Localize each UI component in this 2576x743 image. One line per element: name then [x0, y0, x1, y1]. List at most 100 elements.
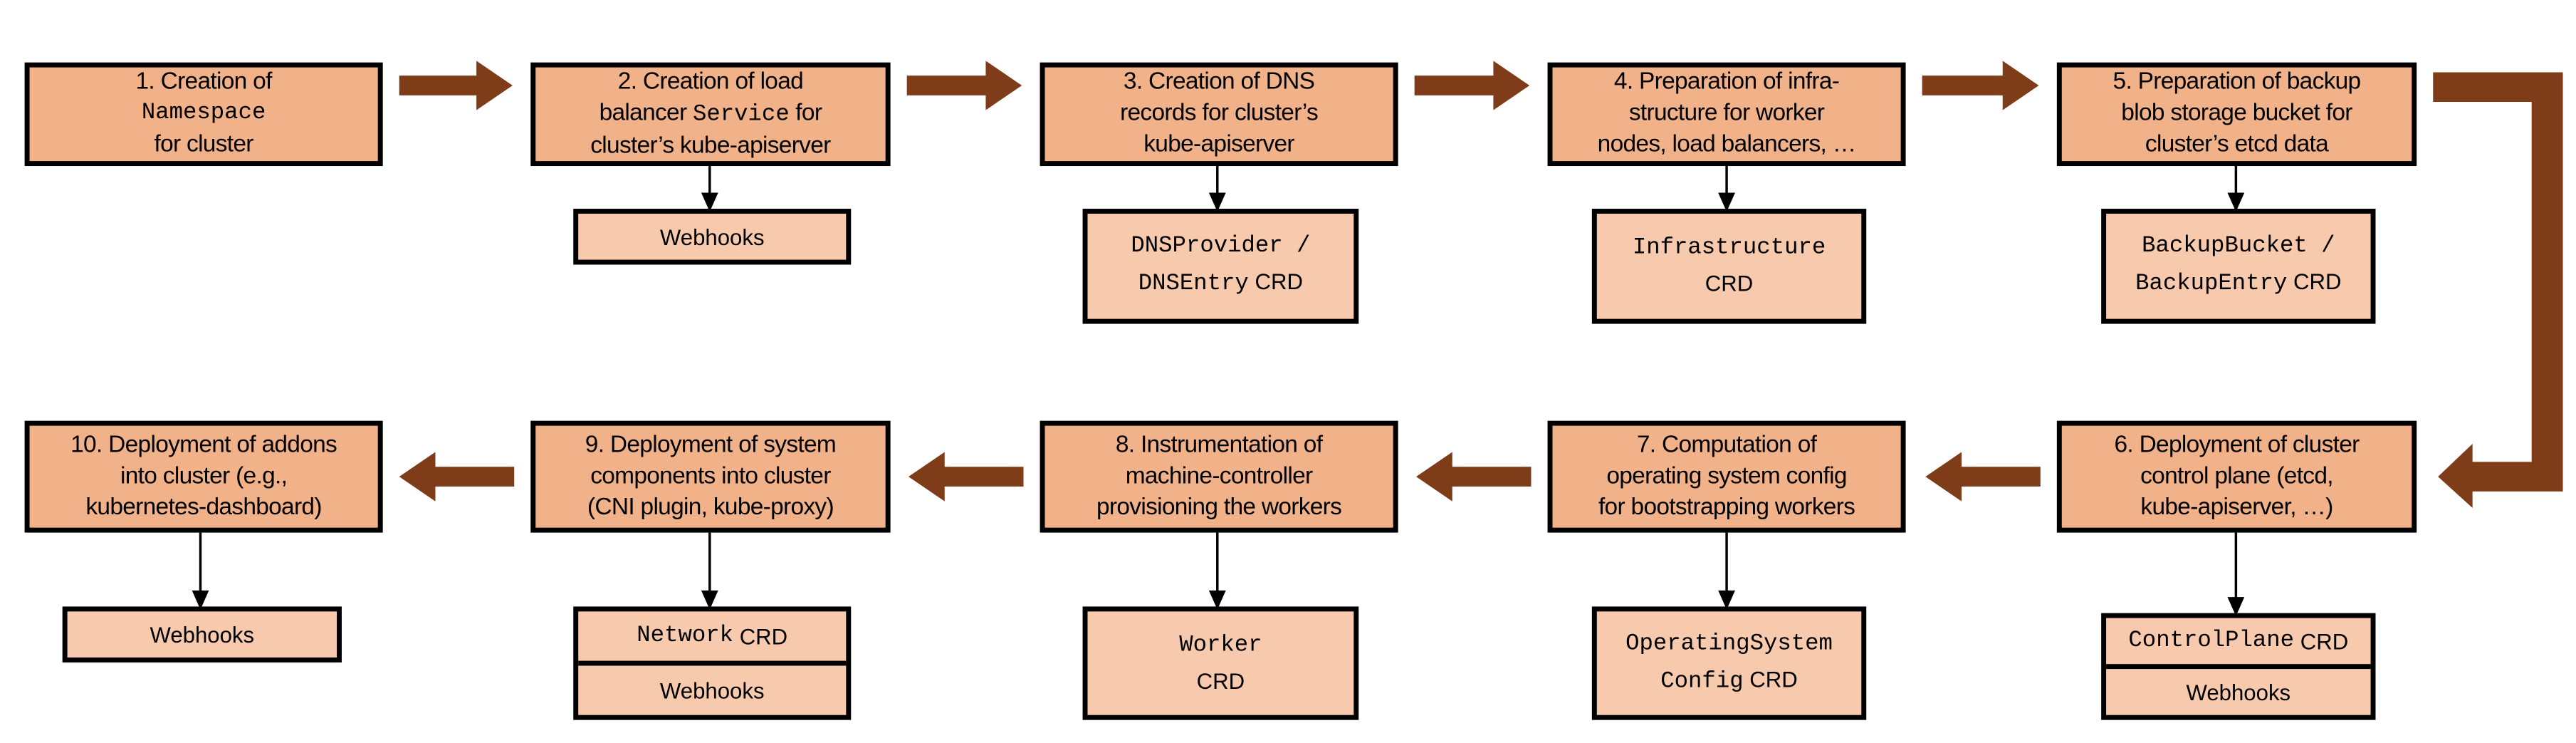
step-text: components into cluster: [590, 462, 831, 489]
resource-code: OperatingSystem: [1625, 630, 1833, 657]
resource-network: Network CRD Webhooks: [573, 606, 852, 720]
step-text: balancer: [599, 99, 693, 126]
resource-code: BackupBucket /: [2142, 233, 2335, 260]
step-10-addons: 10. Deployment of addons into cluster (e…: [24, 420, 383, 533]
resource-control-plane: ControlPlane CRD Webhooks: [2101, 613, 2376, 720]
step-text: for bootstrapping workers: [1598, 494, 1855, 521]
flow-arrow-5-6: [2433, 72, 2563, 508]
resource-code: BackupEntry: [2135, 271, 2288, 298]
step-6-control-plane: 6. Deployment of cluster control plane (…: [2056, 420, 2417, 533]
resource-label: Webhooks: [2186, 680, 2291, 705]
step-text: 2. Creation of load: [617, 68, 804, 95]
connector-arrow-4: [1718, 192, 1735, 212]
step-text: 1. Creation of: [135, 68, 273, 95]
step-text: records for cluster’s: [1120, 100, 1319, 127]
resource-line: BackupEntry CRD: [2135, 264, 2341, 302]
step-1-namespace: 1. Creation of Namespace for cluster: [24, 62, 383, 167]
resource-webhooks-2: Webhooks: [573, 209, 852, 265]
flow-arrow-7-8: [1415, 452, 1532, 502]
resource-network-crd: Network CRD: [578, 611, 846, 660]
flow-arrow-3-4: [1414, 61, 1530, 110]
resource-code: Worker: [1179, 632, 1262, 659]
step-text: nodes, load balancers, …: [1597, 131, 1857, 158]
flow-arrow-1-2: [399, 61, 513, 110]
step-text: into cluster (e.g.,: [120, 462, 288, 489]
resource-webhooks-10: Webhooks: [62, 606, 342, 663]
resource-code: ControlPlane: [2128, 627, 2295, 654]
step-text: 4. Preparation of infra-: [1613, 68, 1840, 95]
step-text: 9. Deployment of system: [585, 431, 837, 458]
step-text: 10. Deployment of addons: [70, 431, 337, 458]
resource-code: DNSProvider /: [1131, 233, 1311, 260]
flow-arrow-6-7: [1925, 452, 2041, 502]
resource-code: Network: [637, 622, 734, 649]
resource-label: Webhooks: [659, 224, 765, 249]
step-text: (CNI plugin, kube-proxy): [587, 494, 834, 521]
step-text: cluster’s etcd data: [2145, 131, 2329, 158]
resource-crd-label: CRD: [1749, 666, 1798, 692]
resource-label: Webhooks: [150, 622, 255, 647]
connector-arrow-10: [192, 590, 209, 610]
flow-arrow-2-3: [906, 61, 1022, 110]
resource-crd-label: CRD: [1255, 269, 1304, 295]
step-text: cluster’s kube-apiserver: [590, 132, 831, 159]
step-5-backup-bucket: 5. Preparation of backup blob storage bu…: [2056, 62, 2417, 167]
flow-arrow-8-9: [908, 452, 1024, 502]
step-text: provisioning the workers: [1096, 494, 1342, 521]
resource-code: DNSEntry: [1138, 271, 1249, 298]
step-text: 8. Instrumentation of: [1115, 431, 1323, 458]
resource-osc-crd: OperatingSystem Config CRD: [1591, 606, 1867, 720]
step-2-load-balancer: 2. Creation of load balancer Service for…: [530, 62, 891, 167]
step-9-system-components: 9. Deployment of system components into …: [530, 420, 891, 533]
step-3-dns-records: 3. Creation of DNS records for cluster’s…: [1040, 62, 1398, 167]
resource-code: Config: [1660, 667, 1744, 695]
resource-infrastructure-crd: Infrastructure CRD: [1591, 209, 1867, 324]
connector-arrow-5: [2227, 192, 2245, 212]
step-text: machine-controller: [1125, 462, 1313, 489]
resource-webhooks-6: Webhooks: [2106, 664, 2371, 715]
resource-crd-label: CRD: [1705, 271, 1754, 296]
step-8-machine-controller: 8. Instrumentation of machine-controller…: [1040, 420, 1398, 533]
step-text: 7. Computation of: [1636, 431, 1817, 458]
resource-backup-crd: BackupBucket / BackupEntry CRD: [2101, 209, 2376, 324]
resource-webhooks-9: Webhooks: [578, 660, 847, 715]
step-code: Service: [693, 100, 790, 128]
connector-arrow-6: [2227, 597, 2245, 616]
step-4-infrastructure: 4. Preparation of infra- structure for w…: [1547, 62, 1906, 167]
resource-dns-crd: DNSProvider / DNSEntry CRD: [1082, 209, 1359, 324]
step-text: 5. Preparation of backup: [2112, 68, 2362, 95]
step-text: kubernetes-dashboard): [85, 494, 322, 521]
resource-code: Infrastructure: [1632, 234, 1826, 261]
resource-controlplane-crd: ControlPlane CRD: [2106, 618, 2370, 665]
connector-arrow-7: [1718, 590, 1735, 610]
resource-crd-label: CRD: [1196, 667, 1245, 693]
resource-line: Config CRD: [1660, 662, 1798, 700]
step-code: Namespace: [141, 100, 266, 127]
step-text: blob storage bucket for: [2121, 100, 2352, 127]
resource-crd-label: CRD: [2300, 628, 2349, 654]
step-7-os-config: 7. Computation of operating system confi…: [1547, 420, 1906, 533]
step-text: operating system config: [1606, 462, 1847, 489]
step-text: structure for worker: [1628, 100, 1825, 127]
flow-arrow-4-5: [1922, 61, 2039, 110]
step-text: kube-apiserver: [1143, 131, 1294, 158]
step-text: for cluster: [154, 131, 253, 158]
step-text: 6. Deployment of cluster: [2114, 431, 2360, 458]
step-text: kube-apiserver, …): [2140, 494, 2333, 521]
resource-line: DNSEntry CRD: [1138, 264, 1303, 302]
connector-arrow-2: [701, 192, 718, 212]
flow-arrow-9-10: [399, 452, 515, 502]
connector-arrow-9: [701, 590, 718, 610]
connector-arrow-3: [1208, 192, 1226, 212]
step-text: for: [789, 99, 822, 126]
connector-arrow-8: [1208, 590, 1226, 610]
resource-label: Webhooks: [659, 677, 765, 703]
step-text: 3. Creation of DNS: [1123, 68, 1315, 95]
resource-crd-label: CRD: [739, 623, 788, 649]
step-text: control plane (etcd,: [2140, 462, 2333, 489]
resource-crd-label: CRD: [2293, 269, 2342, 295]
resource-worker-crd: Worker CRD: [1082, 606, 1359, 720]
step-text: balancer Service for: [600, 98, 822, 130]
